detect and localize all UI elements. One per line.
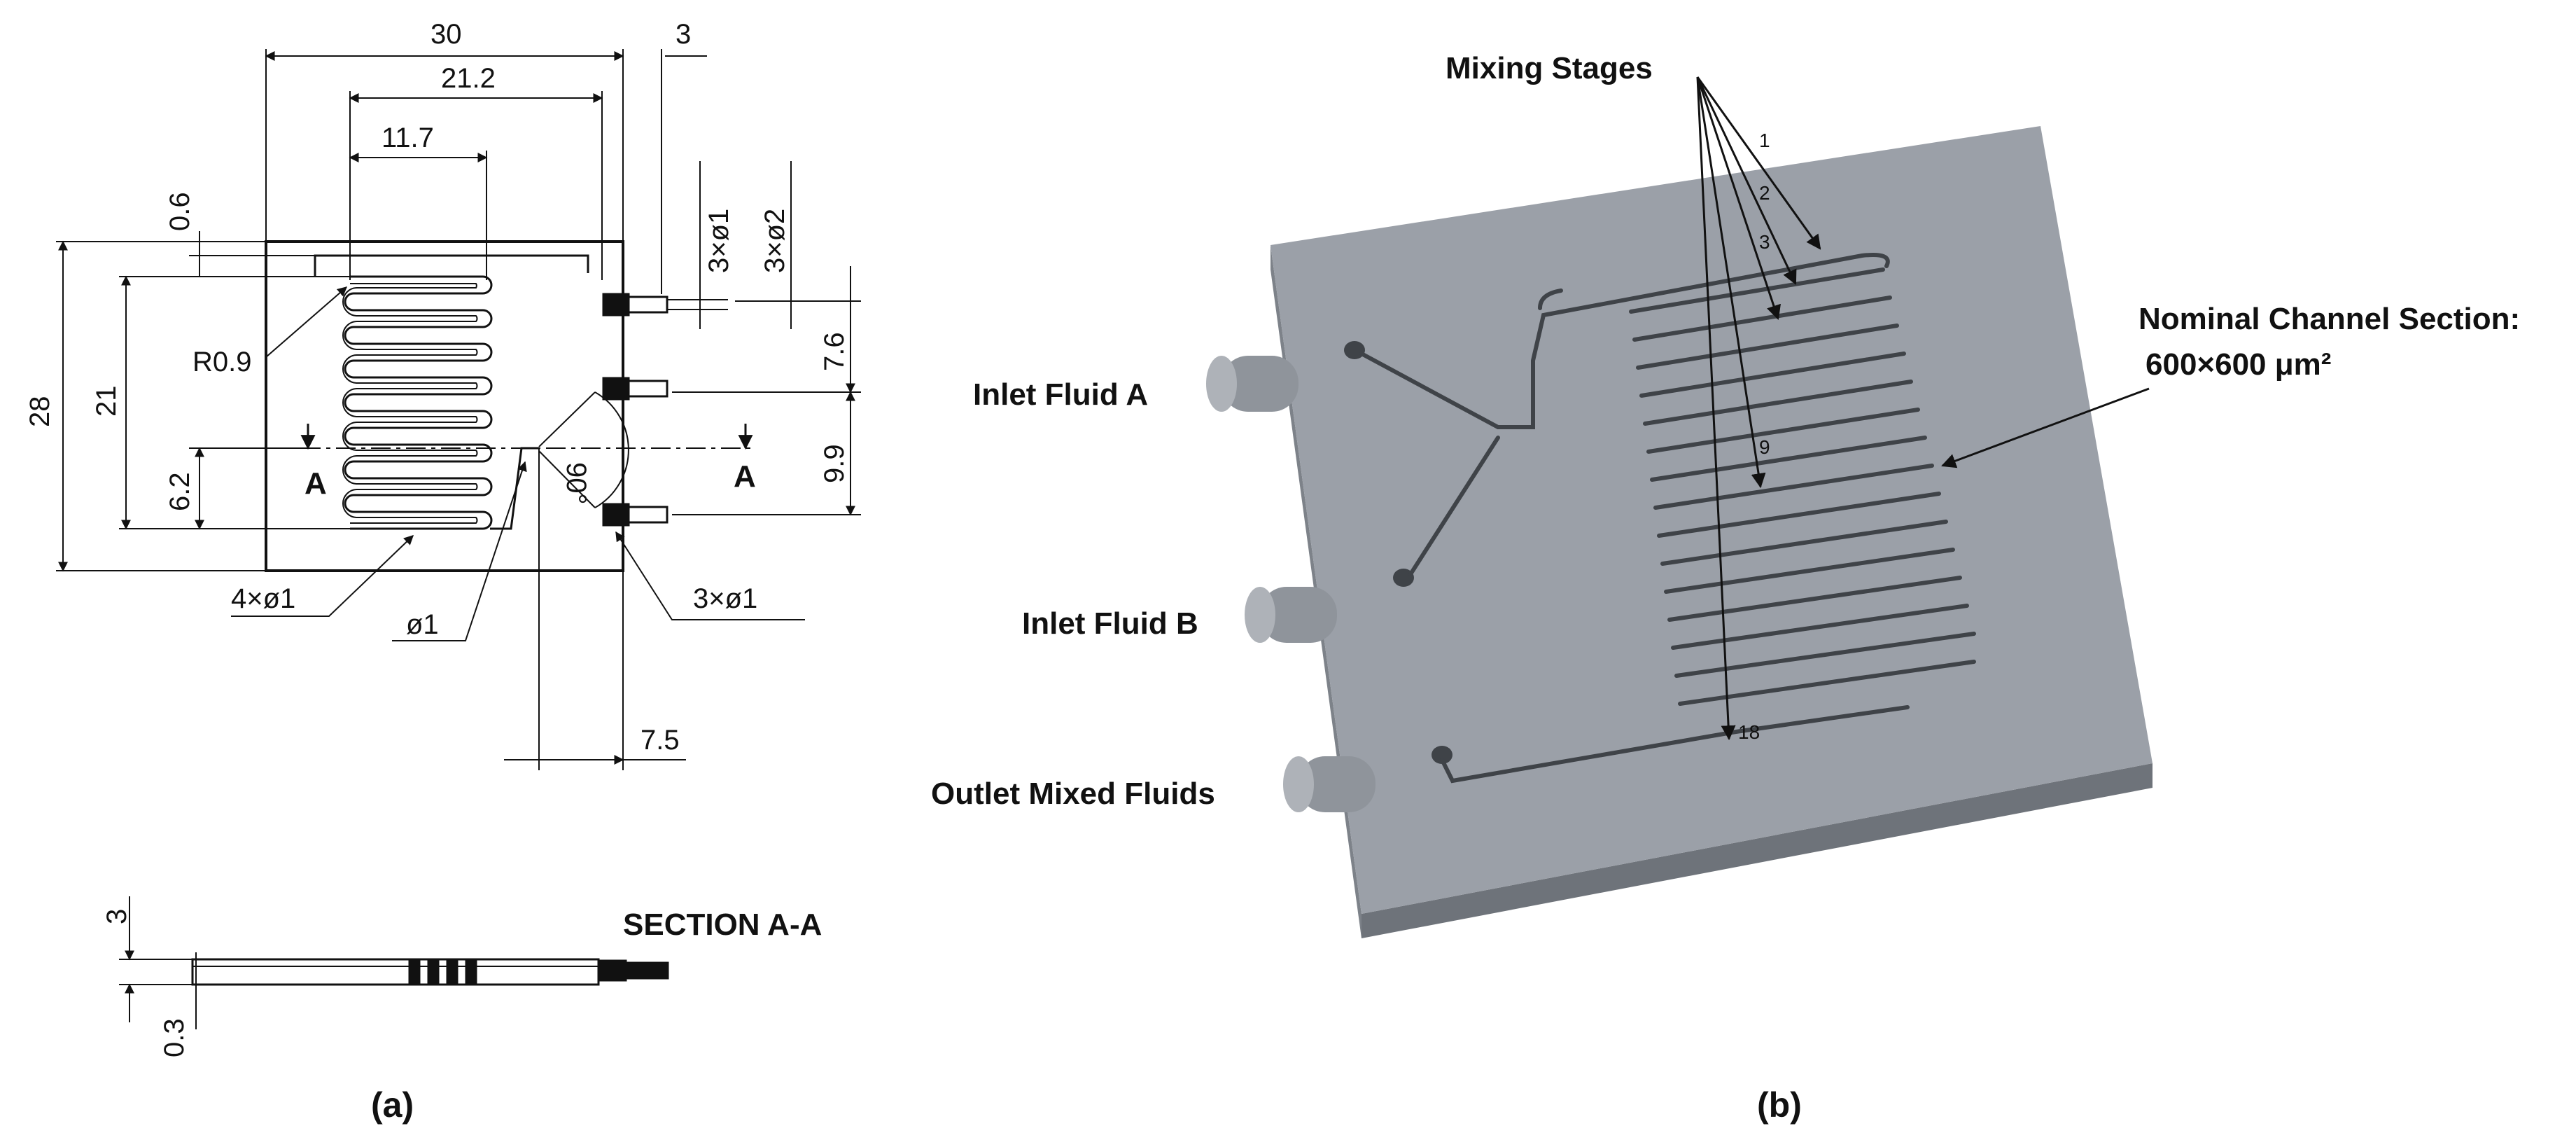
technical-drawing-a	[56, 49, 861, 1029]
label-angle: 90°	[561, 462, 592, 505]
leader-r0-9	[265, 286, 348, 358]
mixing-stage-arrows	[1696, 76, 2150, 741]
label-21-2: 21.2	[441, 63, 496, 94]
label-9-9: 9.9	[819, 444, 850, 483]
label-mixing-stages: Mixing Stages	[1446, 51, 1653, 85]
label-section-a-left: A	[304, 466, 327, 501]
label-thick-3: 3	[102, 909, 132, 924]
label-3x2: 3×ø2	[760, 209, 790, 273]
label-6-2: 6.2	[164, 472, 195, 511]
y-junction	[538, 391, 629, 508]
label-11-7: 11.7	[382, 123, 434, 153]
stage-3: 3	[1759, 231, 1770, 253]
section-title: SECTION A-A	[623, 908, 822, 942]
label-thick-0-3: 0.3	[159, 1018, 190, 1057]
hole-inlet-a	[1344, 341, 1365, 359]
chip-front-face	[1362, 763, 2152, 938]
label-inlet-b: Inlet Fluid B	[1022, 606, 1198, 641]
caption-b: (b)	[1757, 1085, 1802, 1125]
label-inlet-a: Inlet Fluid A	[973, 377, 1148, 412]
label-1: ø1	[406, 609, 439, 640]
stage-18: 18	[1738, 721, 1760, 743]
hole-outlet	[1432, 746, 1452, 764]
chip-outline	[265, 240, 624, 572]
model-3d-b	[1206, 76, 2152, 938]
leader-3x1	[615, 531, 805, 620]
label-3-top: 3	[676, 19, 691, 50]
stage-9: 9	[1759, 436, 1770, 458]
chip-top-face	[1270, 126, 2152, 914]
drawing-b-labels: Mixing Stages 1 2 3 9 18 Nominal Channel…	[931, 51, 2520, 1125]
tubes	[1206, 356, 1376, 812]
section-aa	[119, 896, 669, 1029]
label-21: 21	[91, 386, 122, 417]
stage-2: 2	[1759, 182, 1770, 204]
leader-4x1	[231, 535, 414, 617]
label-r0-9: R0.9	[192, 347, 252, 377]
label-7-5: 7.5	[640, 725, 680, 756]
label-section-a-right: A	[734, 459, 756, 494]
serpentine-channel-top	[314, 254, 589, 530]
drawing-a-labels: 30 3 21.2 11.7 0.6 3×ø1 3×ø2 R0.9 28 21 …	[24, 19, 850, 1125]
leader-1	[392, 461, 527, 641]
caption-a: (a)	[371, 1085, 414, 1125]
label-outlet: Outlet Mixed Fluids	[931, 777, 1215, 811]
label-4x1: 4×ø1	[231, 583, 295, 614]
label-3x1-top: 3×ø1	[704, 209, 734, 273]
label-28: 28	[24, 396, 55, 428]
label-nominal-value: 600×600 μm²	[2146, 347, 2331, 382]
label-nominal-section: Nominal Channel Section:	[2138, 302, 2520, 336]
label-3x1-bottom: 3×ø1	[693, 583, 757, 614]
channels-3d	[1359, 253, 1976, 784]
label-0-6: 0.6	[164, 192, 195, 231]
nominal-section-arrow	[1941, 387, 2150, 468]
ports	[602, 293, 728, 527]
stage-1: 1	[1759, 130, 1770, 151]
label-30: 30	[430, 19, 462, 50]
label-7-6: 7.6	[819, 332, 850, 371]
